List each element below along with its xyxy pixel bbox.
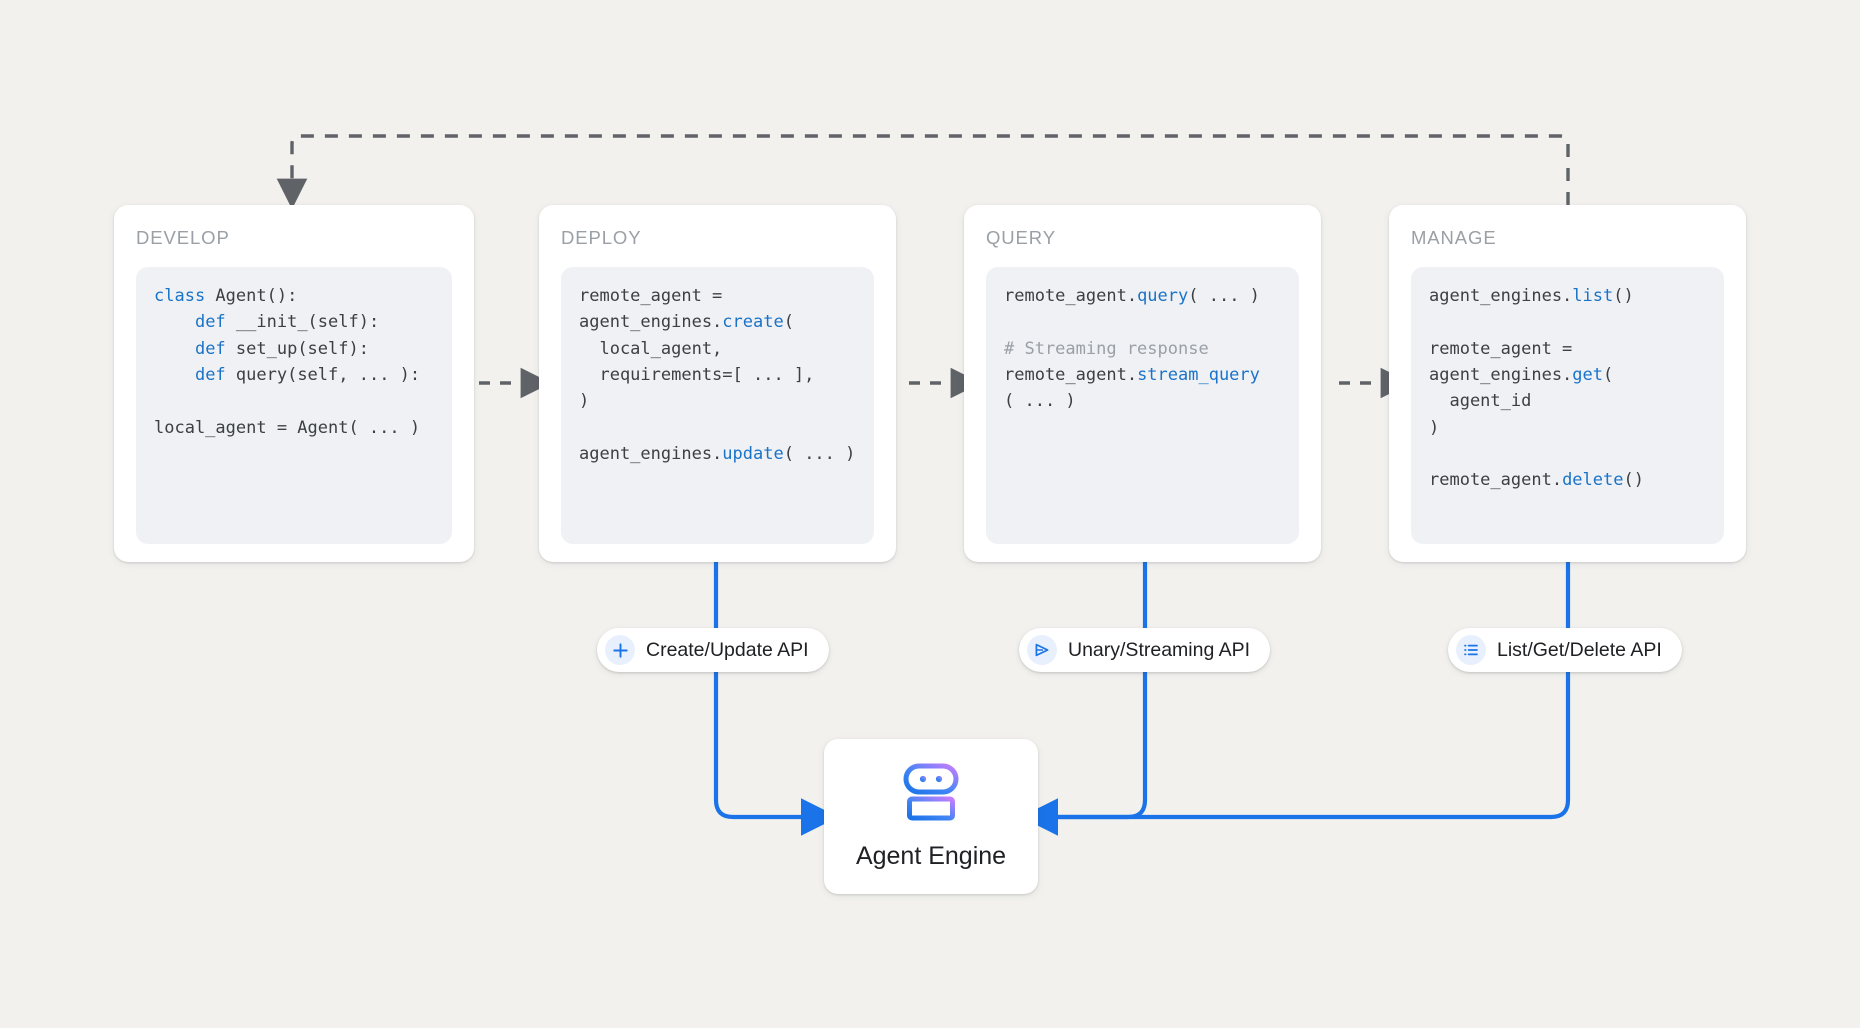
code-block-query: remote_agent.query( ... ) # Streaming re… bbox=[986, 267, 1299, 544]
deploy-to-agent-engine-connector bbox=[713, 562, 839, 836]
code-block-manage: agent_engines.list() remote_agent = agen… bbox=[1411, 267, 1724, 544]
agent-engine-label: Agent Engine bbox=[855, 841, 1007, 870]
query-to-agent-engine-connector bbox=[1048, 562, 1148, 820]
stage-title-develop: DEVELOP bbox=[136, 227, 230, 248]
api-pill-label: Unary/Streaming API bbox=[1068, 638, 1251, 661]
code-block-develop: class Agent(): def __init_(self): def se… bbox=[136, 267, 452, 544]
feedback-loop-connector bbox=[276, 134, 1570, 210]
stage-card-manage[interactable]: MANAGE agent_engines.list() remote_agent… bbox=[1389, 205, 1746, 562]
api-pill-unary-streaming[interactable]: Unary/Streaming API bbox=[1019, 628, 1271, 672]
list-icon bbox=[1456, 635, 1486, 665]
api-pill-list-get-delete[interactable]: List/Get/Delete API bbox=[1448, 628, 1682, 672]
api-pill-label: Create/Update API bbox=[646, 638, 809, 661]
api-pill-label: List/Get/Delete API bbox=[1497, 638, 1662, 661]
stage-card-query[interactable]: QUERY remote_agent.query( ... ) # Stream… bbox=[964, 205, 1321, 562]
plus-icon bbox=[605, 635, 635, 665]
stage-card-develop[interactable]: DEVELOP class Agent(): def __init_(self)… bbox=[114, 205, 474, 562]
stage-card-deploy[interactable]: DEPLOY remote_agent = agent_engines.crea… bbox=[539, 205, 896, 562]
api-pill-create-update[interactable]: Create/Update API bbox=[597, 628, 829, 672]
stage-title-deploy: DEPLOY bbox=[561, 227, 642, 248]
stage-title-manage: MANAGE bbox=[1411, 227, 1497, 248]
send-icon bbox=[1027, 635, 1057, 665]
manage-to-agent-engine-connector bbox=[1020, 562, 1571, 836]
robot-icon bbox=[898, 763, 964, 826]
stage-title-query: QUERY bbox=[986, 227, 1056, 248]
agent-engine-node[interactable]: Agent Engine bbox=[824, 739, 1038, 894]
code-block-deploy: remote_agent = agent_engines.create( loc… bbox=[561, 267, 874, 544]
